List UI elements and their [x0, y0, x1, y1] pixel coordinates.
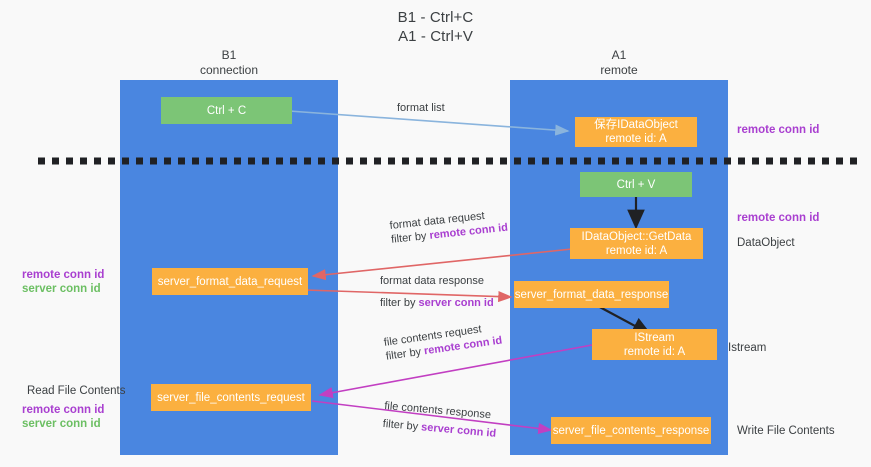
node-ctrl-c[interactable]: Ctrl + C: [161, 97, 292, 124]
node-server-file-contents-request[interactable]: server_file_contents_request: [151, 384, 311, 411]
node-idataobject-getdata-label: IDataObject::GetData: [581, 230, 692, 243]
annotation-left-server-conn-id-bottom: server conn id: [22, 418, 101, 430]
node-server-format-data-response-label: server_format_data_response: [514, 288, 669, 301]
annotation-read-file-contents: Read File Contents: [27, 385, 126, 397]
edge-label-format-list: format list: [397, 102, 445, 114]
edge-label-format-data-request: format data request filter by remote con…: [389, 207, 509, 247]
column-header-b1: B1 connection: [120, 48, 338, 78]
column-header-b1-title: B1: [221, 48, 237, 62]
kw-server-conn-id-2: server conn id: [420, 421, 497, 440]
node-save-idataobject-sub: remote id: A: [605, 133, 667, 145]
column-header-a1-title: A1: [611, 48, 627, 62]
edge-label-file-contents-response: file contents response filter by server …: [382, 399, 498, 441]
column-header-b1-subtitle: connection: [199, 63, 259, 77]
annotation-left-remote-conn-id-bottom: remote conn id: [22, 404, 105, 416]
node-server-format-data-request[interactable]: server_format_data_request: [152, 268, 308, 295]
node-istream[interactable]: IStream remote id: A: [592, 329, 717, 360]
node-save-idataobject-label: 保存IDataObject: [594, 119, 678, 131]
column-header-a1-subtitle: remote: [600, 63, 638, 77]
node-idataobject-getdata-sub: remote id: A: [605, 244, 668, 257]
column-header-a1: A1 remote: [510, 48, 728, 78]
edge-label-format-data-response: format data response filter by server co…: [380, 274, 494, 310]
annotation-write-file-contents: Write File Contents: [737, 425, 835, 437]
kw-server-conn-id: server conn id: [418, 297, 494, 309]
edge-label-format-data-response-line1: format data response: [380, 275, 484, 287]
node-server-file-contents-request-label: server_file_contents_request: [157, 391, 305, 404]
node-ctrl-v[interactable]: Ctrl + V: [580, 172, 692, 197]
node-istream-sub: remote id: A: [623, 345, 686, 358]
node-idataobject-getdata[interactable]: IDataObject::GetData remote id: A: [570, 228, 703, 259]
annotation-remote-conn-id-mid: remote conn id: [737, 212, 820, 224]
node-ctrl-c-label: Ctrl + C: [206, 104, 247, 117]
node-server-format-data-request-label: server_format_data_request: [157, 275, 303, 288]
edge-label-file-contents-request: file contents request filter by remote c…: [383, 320, 503, 364]
diagram-title: B1 - Ctrl+C A1 - Ctrl+V: [0, 8, 871, 46]
node-server-format-data-response[interactable]: server_format_data_response: [514, 281, 669, 308]
node-server-file-contents-response[interactable]: server_file_contents_response: [551, 417, 711, 444]
annotation-dataobject: DataObject: [737, 237, 795, 249]
annotation-left-server-conn-id-mid: server conn id: [22, 283, 101, 295]
annotation-left-remote-conn-id-mid: remote conn id: [22, 269, 105, 281]
diagram-title-line1: B1 - Ctrl+C: [397, 9, 474, 26]
node-istream-label: IStream: [634, 331, 675, 344]
node-save-idataobject[interactable]: 保存IDataObject remote id: A: [575, 117, 697, 147]
node-server-file-contents-response-label: server_file_contents_response: [552, 424, 710, 437]
annotation-istream: Istream: [728, 342, 767, 354]
node-ctrl-v-label: Ctrl + V: [616, 178, 656, 191]
diagram-title-line2: A1 - Ctrl+V: [398, 28, 473, 45]
annotation-remote-conn-id-top: remote conn id: [737, 124, 820, 136]
edge-label-format-data-response-line2: filter by server conn id: [380, 297, 494, 309]
